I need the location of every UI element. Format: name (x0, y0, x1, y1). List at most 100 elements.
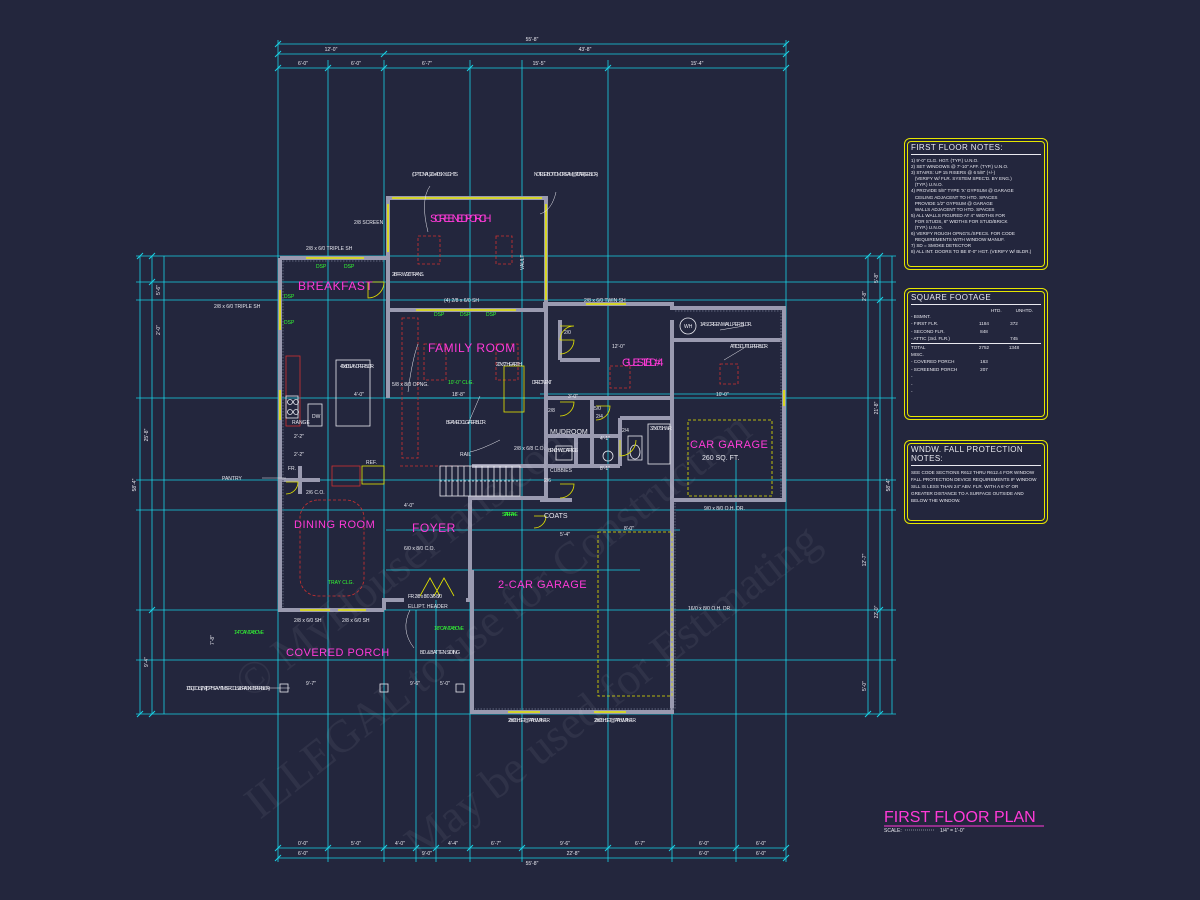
dim-interior: 12'-0" (612, 344, 625, 350)
dim-bottom: 6'-0" (756, 851, 766, 857)
note-screen: 2/8 SCREEN (354, 220, 384, 226)
sqft-htd: 163 (980, 359, 988, 365)
sqft-row: MISC. (911, 351, 1041, 358)
note-dsp: DSP (460, 312, 471, 318)
fixtures (285, 317, 697, 487)
note-hearth: 20"x72" HEARTH (496, 362, 522, 368)
sqft-unhtd (999, 381, 1029, 388)
dim-left: 25'-8" (144, 428, 150, 441)
note-sq-cols: 10" SQ. COLS. (TYP.) (OPT. HEAVY TIMBER … (186, 686, 270, 692)
note-triple-sh-top: 2/8 x 6/0 TRIPLE SH (306, 246, 353, 252)
note-cant-left: 1'-4" CANT. ABOVE (234, 630, 265, 636)
note-door-size: 2/0 (564, 330, 571, 336)
note-item: 1) 9'-0" CLG. HGT. (TYP.) U.N.O. (911, 158, 979, 163)
sqft-label: - COVERED PORCH (911, 359, 955, 365)
room-label-dining-room: DINING ROOM (294, 519, 375, 531)
annotations: (OPTIONAL) 2/0 x 4/0 SKYLIGHTS NOTE: SET… (186, 172, 768, 724)
dim-bottom: 6'-0" (756, 841, 766, 847)
sqft-htd (969, 313, 999, 320)
sqft-row: - (911, 388, 1041, 395)
room-label-guest: GUEST/ BD. #4 (622, 357, 664, 369)
note-bench: BENCH W/ COAT PEGS (548, 448, 579, 454)
plan-scale-label: SCALE: (884, 828, 902, 834)
dim-interior: 18'-8" (452, 392, 465, 398)
kitchen-island (335, 359, 371, 427)
fall-protection-line: SILL IS LESS THAN 24" ABV. FLR. WITH A 6… (911, 484, 1019, 489)
sqft-row: - (911, 373, 1041, 380)
note-item: (VERIFY W/ FLR. SYSTEM SPEC'D. BY ENG.) (911, 176, 1012, 182)
sqft-unhtd: 372 (1010, 321, 1018, 327)
note-sh-right: 2/8 x 6/0 SH (342, 618, 370, 624)
room-label-family-room: FAMILY ROOM (428, 341, 516, 355)
dim-right: 5'-8" (874, 273, 880, 283)
dim-left: 2'-0" (156, 325, 162, 335)
dim-interior: 5'-0" (440, 681, 450, 687)
note-opng: 5/8 x 8/0 OPNG. (392, 382, 429, 388)
note-dsp: DSP (486, 312, 497, 318)
note-door-size: 2/4 (596, 414, 603, 420)
note-item: 7) SD = SMOKE DETECTOR (911, 243, 972, 249)
sqft-label: - BSMNT. (911, 314, 931, 319)
dim-interior: 4'-1" (600, 436, 610, 442)
note-cant-right: 1'-8" CANT. ABOVE (434, 626, 465, 632)
room-label-two-car-garage: 2-CAR GARAGE (498, 579, 587, 591)
note-vault: VAULT (520, 255, 526, 270)
sqft-htd (969, 388, 999, 395)
note-item: 2) SET WINDOWS @ 7'-10" AFF. (TYP.) U.N.… (911, 164, 1009, 170)
note-item: PROVIDE 1/2" GYPSUM @ GARAGE (911, 200, 993, 206)
note-ohd-car: 9/0 x 8/0 O.H. DR. (704, 506, 745, 512)
note-skylights: (OPTIONAL) 2/0 x 4/0 SKYLIGHTS (412, 172, 459, 178)
note-ellipt-header: ELLIPT. HEADER (408, 604, 448, 610)
dim-bottom: 0'-0" (298, 841, 308, 847)
note-dsp: DSP (284, 320, 295, 326)
note-door-size: 2/6 (544, 478, 551, 484)
note-range: RANGE (292, 420, 310, 426)
note-triple-sh-left: 2/8 x 6/0 TRIPLE SH (214, 304, 261, 310)
note-item: 6) VERIFY ROUGH OPNG'S./SPECS. FOR CODE (911, 231, 1015, 237)
note-item: REQUIREMENTS WITH WINDOW MANUF. (911, 237, 1005, 243)
dim-interior: 2'-2" (294, 434, 304, 440)
note-sh-bottom1: 2/8 x 6/0 SH SET @ 7'-4" ABV. MAIN FLR. (508, 718, 550, 724)
note-door-size: 2/8 (548, 408, 555, 414)
note-item: 8) ALL INT. DOORS TO BE 8'-0" HGT. (VERI… (911, 249, 1032, 255)
note-co-60: 6/0 x 8/0 C.O. (404, 546, 435, 552)
dim-bottom: 5'-0" (351, 841, 361, 847)
dim-top-overall: 55'-8" (526, 37, 539, 43)
dim-top: 15'-5" (533, 61, 546, 67)
note-fr-trans: 2/8 FR. W/ 2/0 TRANS. (392, 272, 424, 278)
note-pantry: PANTRY (222, 476, 242, 482)
sqft-unhtd (999, 351, 1029, 358)
sqft-label: - ATTIC (3rd. FLR.) (911, 336, 950, 342)
dim-right: 22'-0" (874, 605, 880, 618)
note-screen-wall: 1/4 SCREEN WALL PER BLDR. (700, 322, 752, 328)
note-co-28: 2/8 x 6/8 C.O. (514, 446, 545, 452)
note-item: (TYP.) U.N.O. (911, 225, 943, 231)
note-co-26: 2/6 C.O. (306, 490, 325, 496)
dim-top: 43'-8" (579, 47, 592, 53)
sqft-unhtd (999, 388, 1029, 395)
garage-door-outlines (597, 419, 773, 697)
sqft-htd (969, 335, 999, 342)
dim-interior: 8'-1" (600, 466, 610, 472)
sqft-htd: 1184 (979, 321, 989, 327)
fall-protection-line: BELOW THE WINDOW. (911, 498, 961, 503)
dimension-ticks (136, 40, 884, 862)
sqft-unhtd (999, 373, 1029, 380)
note-dsp: DSP (344, 264, 355, 270)
note-beam: NOTE: SET BOTTOM OF BEAM @ 7'-10" AFF. (… (534, 172, 598, 178)
note-dsp: DSP (284, 294, 295, 300)
dim-bottom: 6'-0" (298, 851, 308, 857)
room-label-foyer: FOYER (412, 521, 456, 535)
note-attic-scuttle: ATTIC SCUTTLE PER BLDR. (730, 344, 768, 350)
first-floor-notes-panel: FIRST FLOOR NOTES: 1) 9'-0" CLG. HGT. (T… (904, 138, 1048, 270)
sqft-row: - (911, 381, 1041, 388)
dim-interior: 9'-6" (410, 681, 420, 687)
dim-bottom: 4'-4" (448, 841, 458, 847)
sqft-label: - FIRST FLR. (911, 321, 939, 327)
dim-interior: 3'-0" (568, 394, 578, 400)
note-item: 3) STAIRS: UP 15 RISERS @ 6 5/8" (+/-) (911, 170, 996, 176)
note-door-size: 5/0 (594, 406, 601, 412)
sqft-head-unhtd: UNHTD. (1015, 308, 1033, 313)
sqft-unhtd (999, 366, 1029, 373)
